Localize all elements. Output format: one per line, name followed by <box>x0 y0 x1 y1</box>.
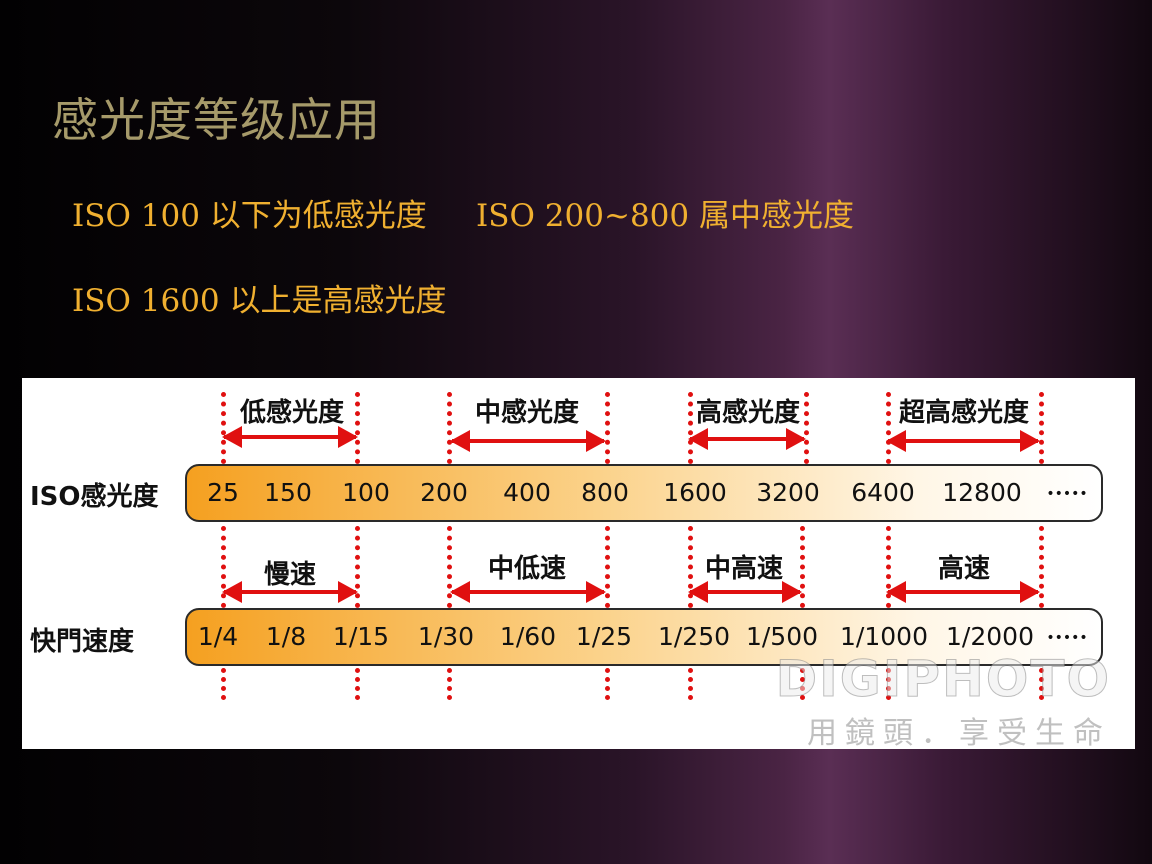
shutter-value: 1/30 <box>417 622 475 651</box>
shutter-category-fast: 高速 <box>937 554 991 584</box>
iso-value: 200 <box>420 478 468 507</box>
page-title: 感光度等级应用 <box>52 93 381 147</box>
range-arrow <box>886 581 1040 603</box>
divider-line <box>447 668 452 700</box>
shutter-value: 1/500 <box>745 622 819 651</box>
iso-value: 25 <box>207 478 239 507</box>
divider-line <box>1039 392 1044 464</box>
divider-line <box>688 526 693 608</box>
iso-shutter-figure: 低感光度 中感光度 高感光度 超高感光度 ISO感光度 25 150 100 2… <box>22 378 1135 752</box>
iso-value: 3200 <box>756 478 820 507</box>
divider-line <box>605 668 610 700</box>
divider-line <box>221 526 226 608</box>
shutter-value: 1/4 <box>197 622 239 651</box>
divider-line <box>355 526 360 608</box>
iso-value: 800 <box>581 478 629 507</box>
iso-value: 6400 <box>851 478 915 507</box>
divider-line <box>605 526 610 608</box>
divider-line <box>221 668 226 700</box>
divider-line <box>1039 668 1044 700</box>
divider-line <box>355 668 360 700</box>
text-line-2: ISO 1600 以上是高感光度 <box>72 283 447 319</box>
shutter-value: 1/15 <box>332 622 390 651</box>
divider-line <box>800 526 805 608</box>
shutter-category-slow: 慢速 <box>263 560 317 590</box>
range-arrow <box>222 426 358 448</box>
divider-line <box>886 526 891 608</box>
divider-line <box>1039 526 1044 608</box>
iso-value: 150 <box>264 478 312 507</box>
iso-value: 12800 <box>942 478 1022 507</box>
ellipsis: ••••• <box>1046 486 1088 502</box>
watermark: DIGIPHOTO 用鏡頭．享受生命 <box>775 650 1111 752</box>
divider-line <box>800 668 805 700</box>
range-arrow <box>886 430 1040 452</box>
divider-line <box>804 392 809 464</box>
shutter-category-mid-low: 中低速 <box>487 554 567 584</box>
watermark-slogan: 用鏡頭．享受生命 <box>807 716 1111 751</box>
shutter-value: 1/2000 <box>946 622 1034 651</box>
iso-row-label: ISO感光度 <box>30 482 159 512</box>
iso-scale-bar <box>185 464 1103 522</box>
shutter-value: 1/8 <box>265 622 307 651</box>
watermark-logo: DIGIPHOTO <box>775 650 1111 709</box>
divider-line <box>605 392 610 464</box>
divider-line <box>886 392 891 464</box>
iso-category-ultra: 超高感光度 <box>898 398 1030 428</box>
iso-value: 400 <box>503 478 551 507</box>
shutter-category-mid-high: 中高速 <box>704 554 784 584</box>
shutter-row-label: 快門速度 <box>30 627 135 657</box>
iso-category-mid: 中感光度 <box>474 398 580 428</box>
range-arrow <box>688 428 806 450</box>
text-line-1: ISO 100 以下为低感光度 ISO 200~800 属中感光度 <box>72 198 854 234</box>
divider-line <box>688 668 693 700</box>
iso-category-low: 低感光度 <box>239 398 345 428</box>
iso-value: 100 <box>342 478 390 507</box>
iso-category-high: 高感光度 <box>695 398 801 428</box>
shutter-scale-bar <box>185 608 1103 666</box>
iso-value: 1600 <box>663 478 727 507</box>
shutter-value: 1/1000 <box>840 622 928 651</box>
divider-line <box>447 392 452 464</box>
divider-line <box>447 526 452 608</box>
shutter-value: 1/250 <box>657 622 731 651</box>
range-arrow <box>222 581 358 603</box>
shutter-value: 1/60 <box>499 622 557 651</box>
range-arrow <box>450 430 606 452</box>
range-arrow <box>450 581 606 603</box>
divider-line <box>886 668 891 700</box>
ellipsis: ••••• <box>1046 630 1088 646</box>
range-arrow <box>688 581 802 603</box>
shutter-value: 1/25 <box>575 622 633 651</box>
